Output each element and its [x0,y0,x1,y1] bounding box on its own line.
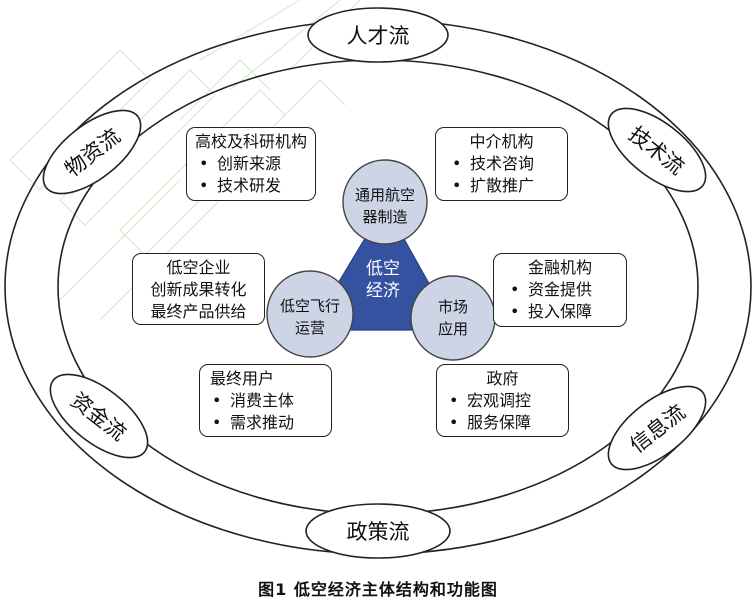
operation-line-2: 运营 [295,319,325,337]
flow-technology-oval [607,107,707,193]
operation-line-1: 低空飞行 [280,297,340,315]
flow-policy-label: 政策流 [347,520,410,544]
finance-title: 金融机构 [527,258,592,277]
intermediary-box: 中介机构 技术咨询 扩散推广 [435,127,568,201]
universities-list: 创新来源 技术研发 [187,153,315,197]
enterprise-box: 低空企业 创新成果转化 最终产品供给 [132,253,265,325]
universities-item: 创新来源 [195,153,315,175]
intermediary-list: 技术咨询 扩散推广 [436,153,567,197]
market-line-2: 应用 [438,320,468,338]
flow-information-oval [607,385,707,471]
enterprise-line: 低空企业 [166,258,231,277]
finance-box: 金融机构 资金提供 投入保障 [493,253,627,327]
enterprise-line: 最终产品供给 [150,302,247,321]
government-list: 宏观调控 服务保障 [437,390,568,434]
government-title: 政府 [486,369,519,388]
end-users-box: 最终用户 消费主体 需求推动 [199,364,332,437]
manufacturing-line-1: 通用航空 [355,186,415,204]
intermediary-item: 扩散推广 [448,175,567,197]
end-users-item: 消费主体 [208,390,331,412]
figure-caption: 图1 低空经济主体结构和功能图 [258,580,498,599]
market-circle [410,275,496,361]
core-center-line-1: 低空 [366,259,400,279]
government-box: 政府 宏观调控 服务保障 [436,364,569,437]
intermediary-item: 技术咨询 [448,153,567,175]
flow-talent-label: 人才流 [347,24,410,48]
core-center-line-2: 经济 [366,281,400,301]
intermediary-title: 中介机构 [469,132,534,151]
universities-box: 高校及科研机构 创新来源 技术研发 [186,127,316,201]
flow-policy-oval [305,503,451,559]
finance-list: 资金提供 投入保障 [494,279,626,323]
universities-title: 高校及科研机构 [194,132,307,151]
end-users-title: 最终用户 [210,369,275,388]
end-users-item: 需求推动 [208,412,331,434]
government-item: 服务保障 [445,412,568,434]
enterprise-line: 创新成果转化 [150,280,247,299]
manufacturing-line-2: 器制造 [362,208,407,226]
finance-item: 资金提供 [506,279,626,301]
operation-circle [266,270,354,358]
government-item: 宏观调控 [445,390,568,412]
market-line-1: 市场 [438,298,468,316]
universities-item: 技术研发 [195,175,315,197]
flow-material-oval [42,109,142,195]
finance-item: 投入保障 [506,301,626,323]
flow-capital-oval [49,373,149,459]
flow-talent-oval [307,7,449,63]
end-users-list: 消费主体 需求推动 [200,390,331,434]
manufacturing-circle [342,159,428,245]
